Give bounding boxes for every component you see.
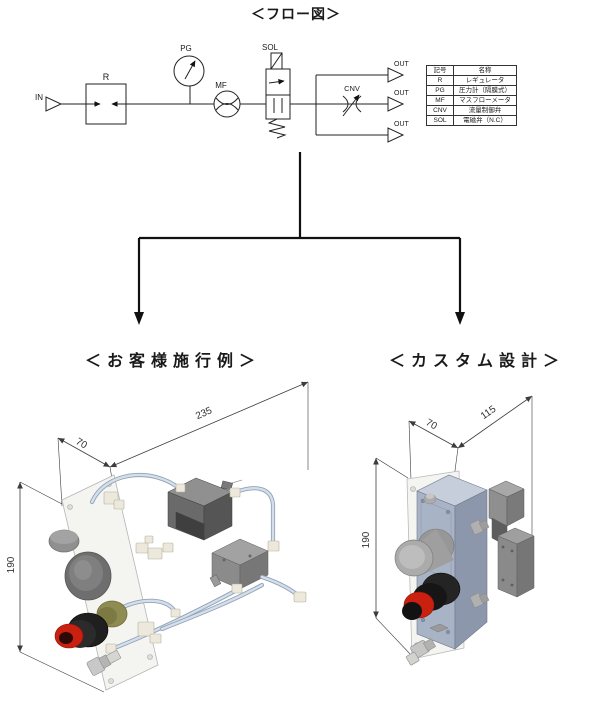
custom-design-heading: ＜カスタム設計＞ bbox=[388, 353, 565, 370]
legend-name: マスフローメータ bbox=[453, 95, 517, 106]
dim-left-height: 190 bbox=[6, 556, 17, 573]
dim-left-depth: 70 bbox=[74, 436, 90, 451]
legend-name: レギュレータ bbox=[453, 75, 517, 86]
legend-row: PG 圧力計（隔膜式） bbox=[426, 85, 517, 96]
out-port-bottom-icon: OUT bbox=[387, 121, 410, 143]
union-fittings bbox=[103, 483, 280, 560]
legend-row: CNV 流量制御弁 bbox=[426, 105, 517, 116]
legend-name: 圧力計（隔膜式） bbox=[453, 85, 517, 96]
out-port-mid-icon: OUT bbox=[387, 90, 410, 112]
legend-symbol: CNV bbox=[426, 105, 454, 116]
precision-regulator-knob bbox=[54, 600, 128, 649]
needle-valve-symbol: CNV bbox=[342, 84, 362, 117]
mass-flow-meter-symbol: MF bbox=[213, 81, 241, 118]
bottom-fitting-right bbox=[405, 623, 449, 666]
legend-symbol: MF bbox=[426, 95, 454, 106]
legend-header-symbol: 記号 bbox=[426, 65, 454, 76]
dim-right-depth: 70 bbox=[424, 417, 439, 432]
legend-name: 流量制御弁 bbox=[453, 105, 517, 116]
customer-example-render bbox=[48, 473, 307, 691]
regulator-knob-large bbox=[64, 551, 112, 601]
branch-arrows bbox=[134, 152, 465, 325]
pg-label: PG bbox=[180, 44, 192, 53]
mass-flow-controller-3d bbox=[209, 538, 269, 590]
solenoid-valve-symbol: SOL bbox=[262, 43, 291, 139]
gauge-knob-small bbox=[48, 529, 80, 553]
flow-diagram: IN R PG MF bbox=[35, 43, 410, 143]
dim-left-width: 235 bbox=[194, 405, 214, 422]
cnv-label: CNV bbox=[344, 84, 360, 93]
r-label: R bbox=[103, 72, 110, 82]
custom-design-render bbox=[394, 470, 535, 666]
legend-row: SOL 電磁弁（N.C） bbox=[426, 115, 517, 126]
valve-block-3d bbox=[497, 527, 535, 598]
regulator-symbol: R bbox=[85, 72, 127, 125]
bottom-fitting-left bbox=[86, 650, 121, 676]
tubing-rear bbox=[89, 473, 276, 548]
side-fitting-upper bbox=[470, 519, 490, 535]
legend-table: 記号 名称 R レギュレータ PG 圧力計（隔膜式） MF マスフローメータ C… bbox=[426, 65, 517, 126]
dim-right-width: 115 bbox=[479, 404, 499, 422]
legend-name: 電磁弁（N.C） bbox=[453, 115, 517, 126]
top-plug-fitting bbox=[423, 493, 437, 505]
solenoid-box-3d bbox=[488, 480, 525, 547]
out-top-label: OUT bbox=[394, 61, 410, 68]
out-mid-label: OUT bbox=[394, 90, 410, 97]
out-bottom-label: OUT bbox=[394, 121, 410, 128]
page-title: ＜フロー図＞ bbox=[251, 6, 341, 22]
legend-header-row: 記号 名称 bbox=[426, 65, 517, 76]
dim-right-height: 190 bbox=[361, 531, 372, 548]
legend-symbol: SOL bbox=[426, 115, 454, 126]
red-regulator-knob bbox=[402, 572, 461, 620]
in-port-icon: IN bbox=[35, 93, 63, 112]
pressure-gauge-symbol: PG bbox=[173, 44, 205, 87]
regulator-body-cylinder bbox=[394, 528, 455, 577]
out-port-top-icon: OUT bbox=[387, 61, 410, 83]
customer-example-heading: ＜お客様施行例＞ bbox=[84, 353, 261, 370]
in-label: IN bbox=[35, 93, 43, 102]
legend-row: MF マスフローメータ bbox=[426, 95, 517, 106]
mf-label: MF bbox=[215, 81, 227, 90]
flow-lines bbox=[61, 74, 388, 136]
side-fitting-lower bbox=[470, 592, 490, 608]
legend-row: R レギュレータ bbox=[426, 75, 517, 86]
legend-symbol: R bbox=[426, 75, 454, 86]
legend-header-name: 名称 bbox=[453, 65, 517, 76]
legend-symbol: PG bbox=[426, 85, 454, 96]
sol-label: SOL bbox=[262, 43, 279, 52]
tee-fittings bbox=[105, 583, 307, 654]
